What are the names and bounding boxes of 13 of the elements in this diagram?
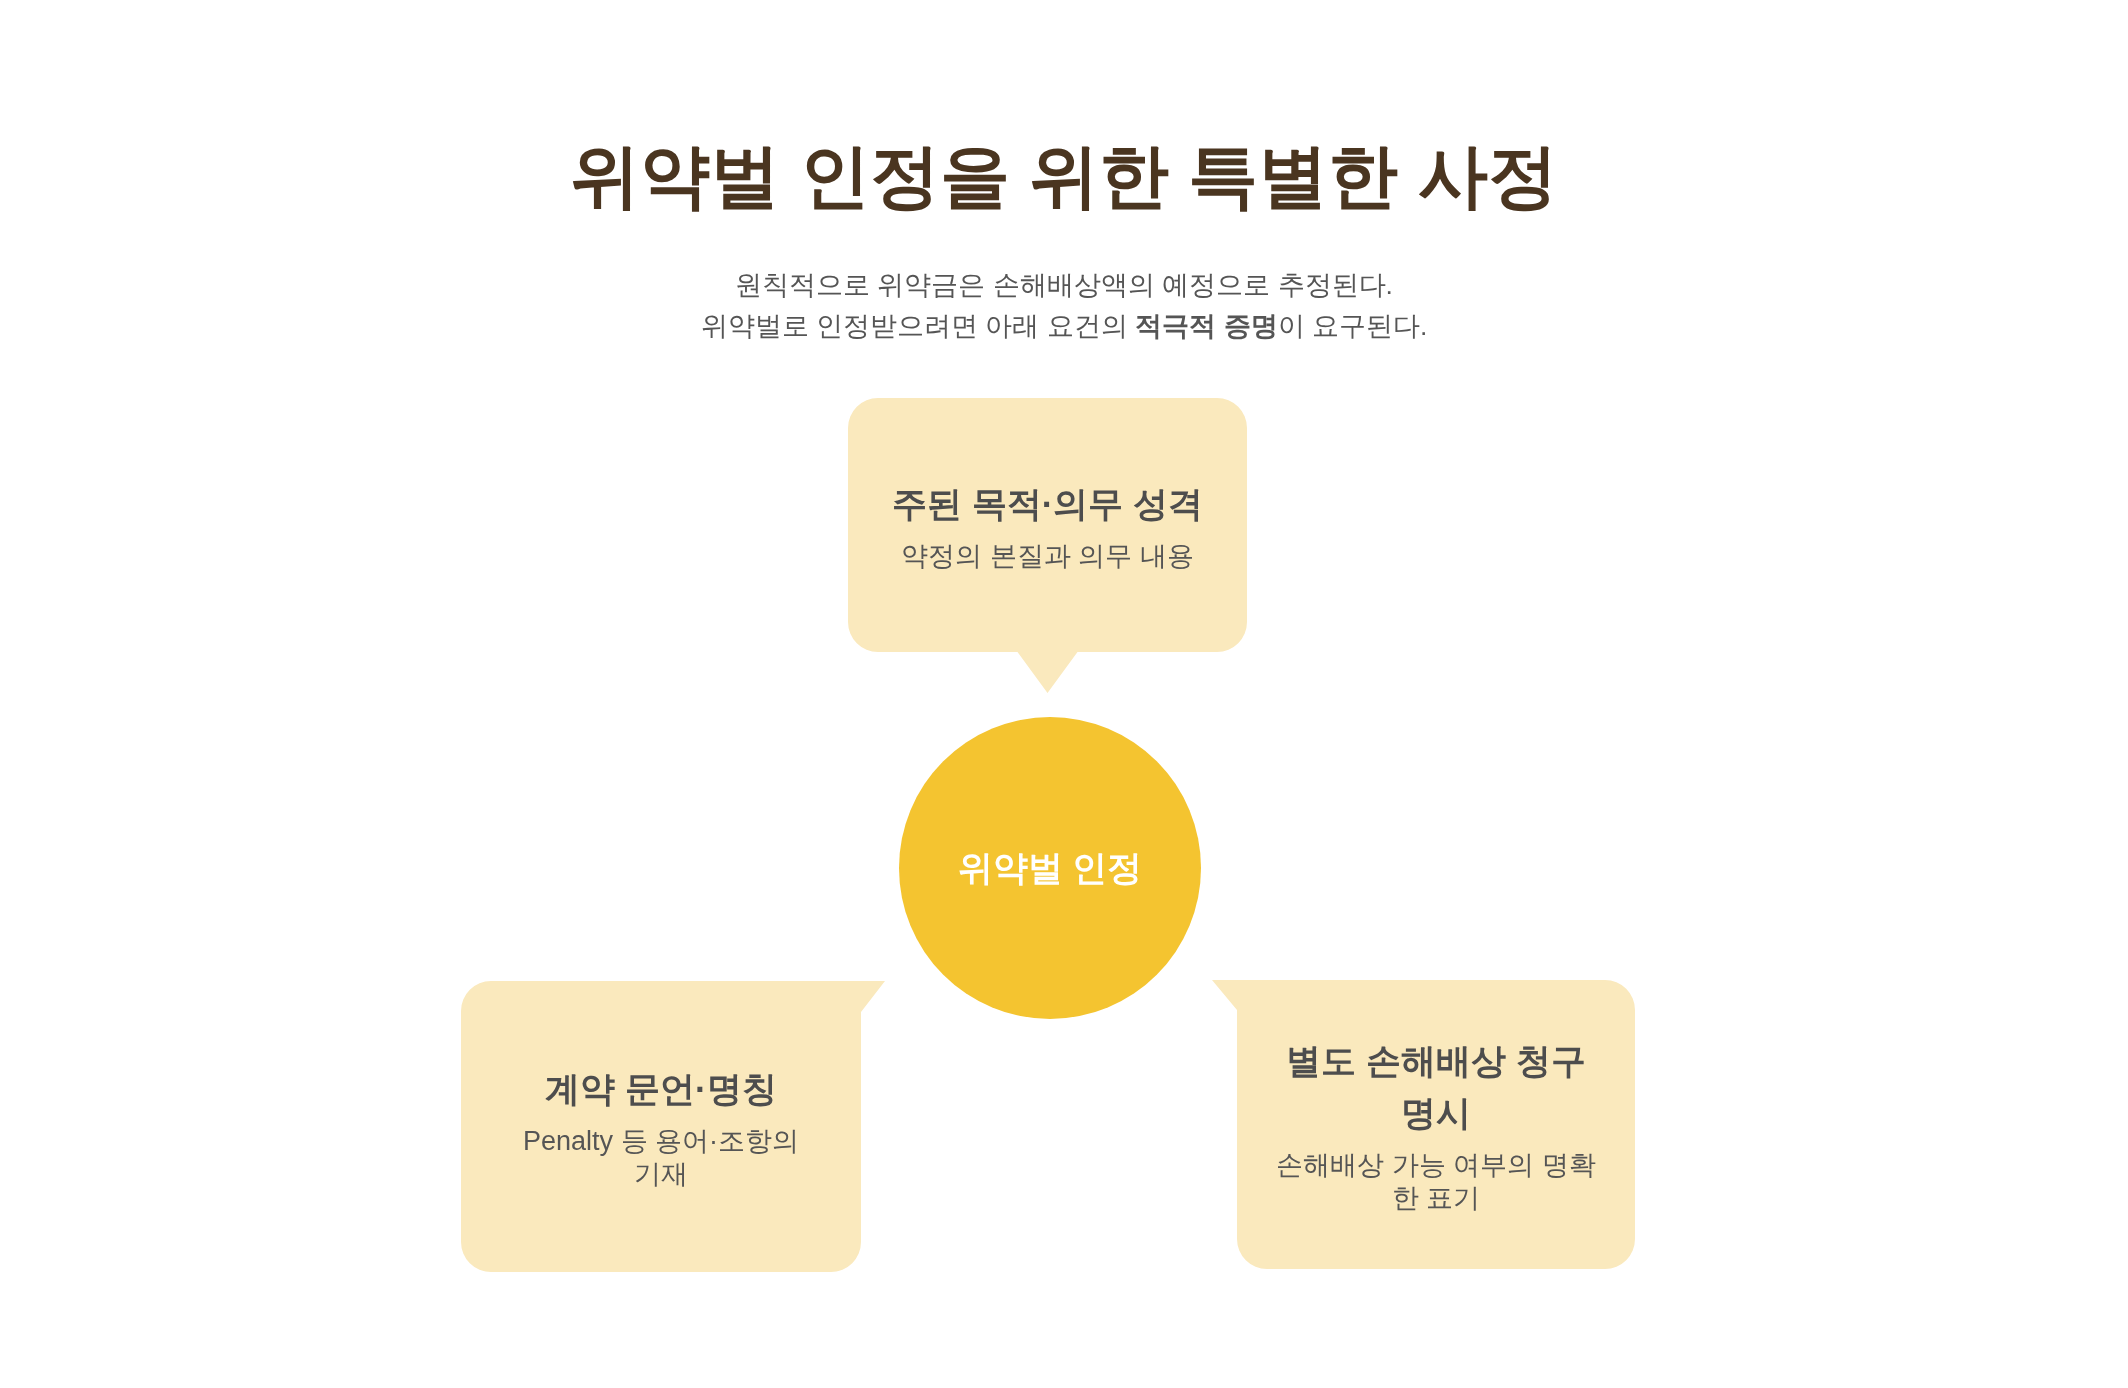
- title: 위약벌 인정을 위한 특별한 사정: [570, 136, 1558, 217]
- speech-bubble: [461, 981, 885, 1272]
- speech-bubble: [848, 398, 1247, 693]
- bubble-text: Penalty 등 용어·조항의 기재: [521, 1124, 801, 1191]
- circle-label: 위약벌 인정: [957, 847, 1143, 889]
- subtitle-text: 원칙적으로 위약금은 손해배상액의 예정으로 추정된다.: [735, 269, 1393, 302]
- bubble-heading: 계약 문언·명칭: [545, 1067, 777, 1110]
- bubble-heading: 주된 목적·의무 성격: [891, 482, 1204, 525]
- speech-bubble: [1212, 980, 1635, 1269]
- bubble-text: 손해배상 가능 여부의 명확한 표기: [1275, 1148, 1597, 1215]
- subtitle-text: 위약벌로 인정받으려면 아래 요건의 적극적 증명이 요구된다.: [700, 310, 1428, 343]
- bubble-heading: 별도 손해배상 청구 명시: [1285, 1039, 1587, 1134]
- bubble-text: 약정의 본질과 의무 내용: [901, 539, 1194, 573]
